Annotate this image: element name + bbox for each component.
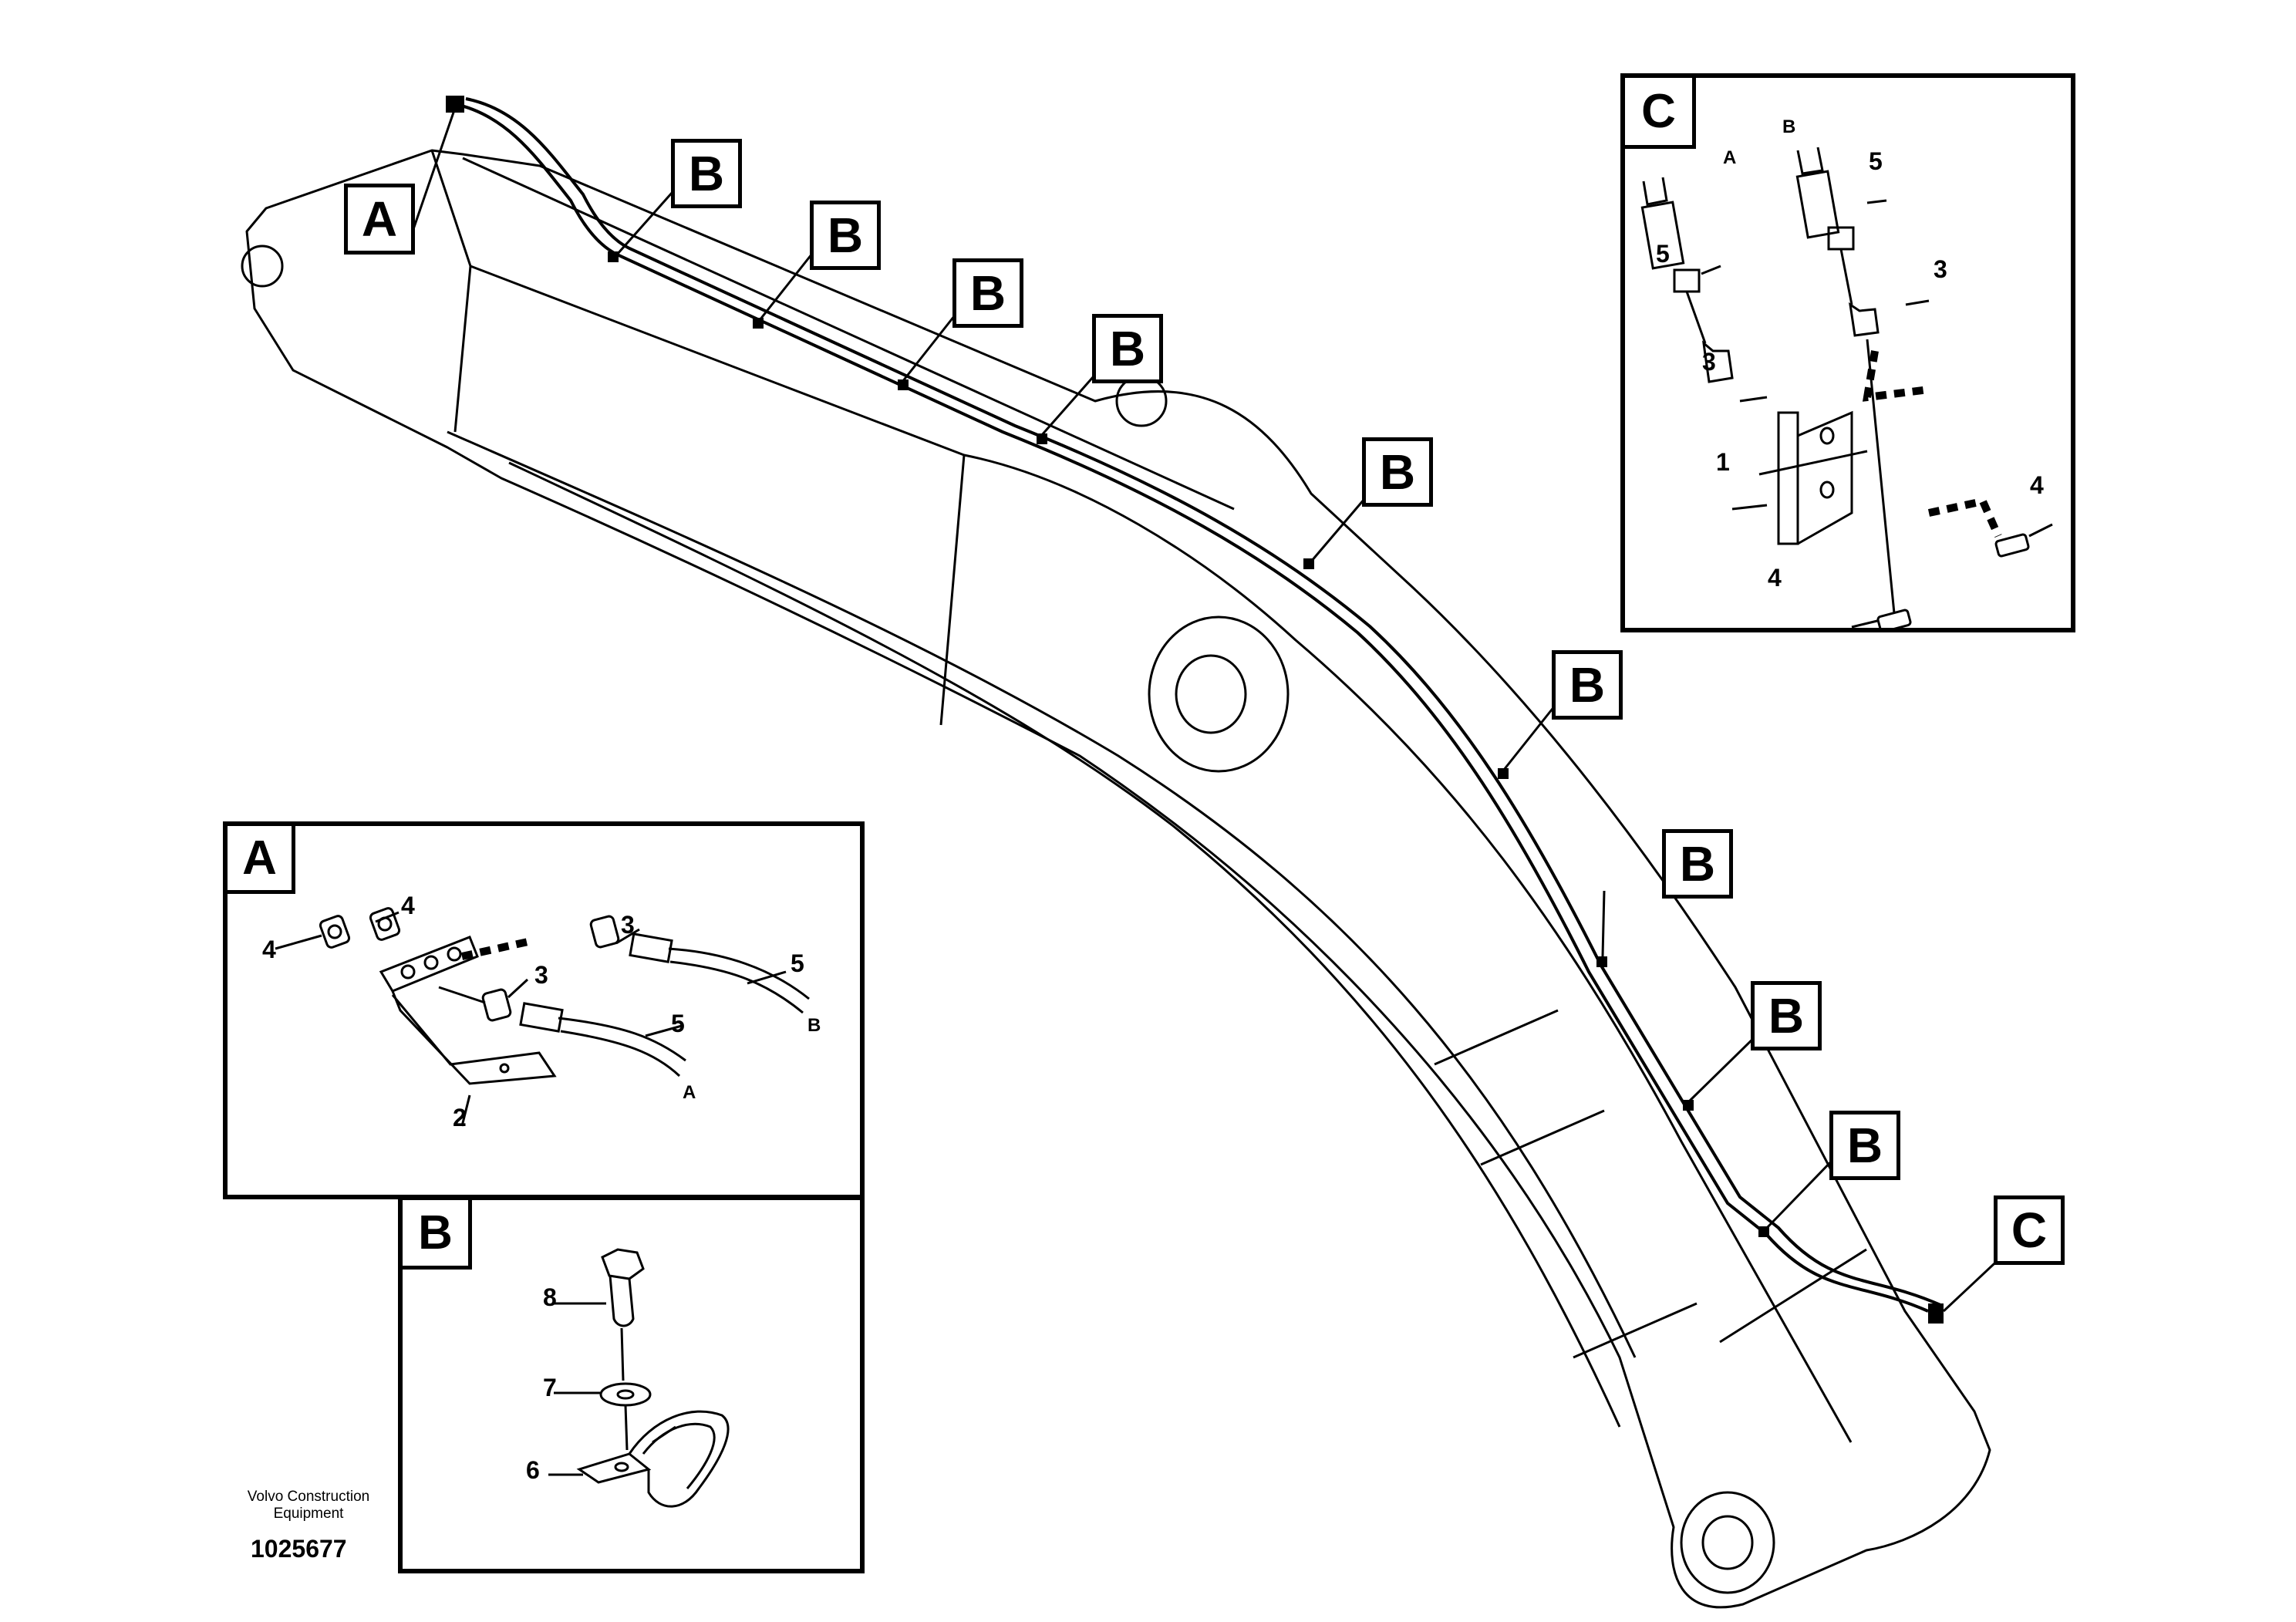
- detail-c-callout-3-b: 3: [1934, 255, 1947, 283]
- callout-box-b-1: B: [671, 139, 742, 208]
- detail-c-end-label-b: B: [1782, 116, 1796, 137]
- company-name-line1: Volvo Construction: [247, 1489, 370, 1505]
- detail-c-callout-3-a: 3: [1702, 348, 1716, 376]
- callout-box-b-6: B: [1552, 650, 1623, 720]
- detail-b-panel: B 8 7: [398, 1195, 865, 1573]
- detail-a-callout-4-right: 4: [401, 892, 415, 919]
- detail-a-callout-4-left: 4: [262, 936, 276, 963]
- detail-a-end-label-a: A: [683, 1082, 696, 1103]
- callout-box-c: C: [1994, 1195, 2065, 1265]
- detail-c-end-label-a: A: [1723, 147, 1737, 168]
- detail-a-letter: A: [228, 826, 295, 894]
- callout-box-b-7: B: [1662, 829, 1733, 899]
- company-name-line2: Equipment: [273, 1506, 344, 1522]
- detail-a-callout-5-lower: 5: [671, 1010, 685, 1037]
- detail-a-callout-3-lower: 3: [534, 961, 548, 989]
- detail-c-callout-1: 1: [1716, 448, 1730, 476]
- hose-line-a: [454, 103, 1929, 1313]
- boom-outline: [245, 149, 1991, 1609]
- hose-line-b: [465, 97, 1941, 1307]
- callout-box-b-4: B: [1092, 314, 1163, 383]
- detail-a-end-label-b: B: [807, 1015, 821, 1036]
- detail-a-callout-3-upper: 3: [621, 911, 635, 939]
- callout-box-b-9: B: [1829, 1111, 1900, 1180]
- document-number: 1025677: [251, 1535, 347, 1563]
- detail-c-panel: C: [1620, 73, 2075, 632]
- detail-a-callout-5-upper: 5: [791, 949, 804, 977]
- callout-box-b-3: B: [952, 258, 1023, 328]
- detail-a-callout-2: 2: [453, 1104, 467, 1131]
- callout-box-b-8: B: [1751, 981, 1822, 1050]
- detail-c-drawing: [1640, 147, 2053, 632]
- detail-b-letter: B: [403, 1200, 472, 1270]
- company-name: Volvo Construction Equipment: [224, 1489, 393, 1523]
- callout-box-b-2: B: [810, 201, 881, 270]
- detail-a-drawing: [275, 907, 810, 1127]
- detail-c-callout-4-a: 4: [2030, 471, 2044, 499]
- callout-box-b-5: B: [1362, 437, 1433, 507]
- detail-b-callout-6: 6: [526, 1456, 540, 1484]
- detail-c-callout-5-b: 5: [1869, 147, 1883, 175]
- detail-c-callout-4-b: 4: [1768, 564, 1782, 592]
- callout-box-a: A: [344, 184, 415, 255]
- detail-b-drawing: [548, 1248, 730, 1508]
- detail-b-callout-8: 8: [543, 1283, 557, 1311]
- detail-b-callout-7: 7: [543, 1374, 557, 1401]
- detail-c-callout-5-a: 5: [1656, 240, 1670, 268]
- detail-c-letter: C: [1625, 78, 1696, 149]
- detail-a-panel: A: [223, 821, 865, 1199]
